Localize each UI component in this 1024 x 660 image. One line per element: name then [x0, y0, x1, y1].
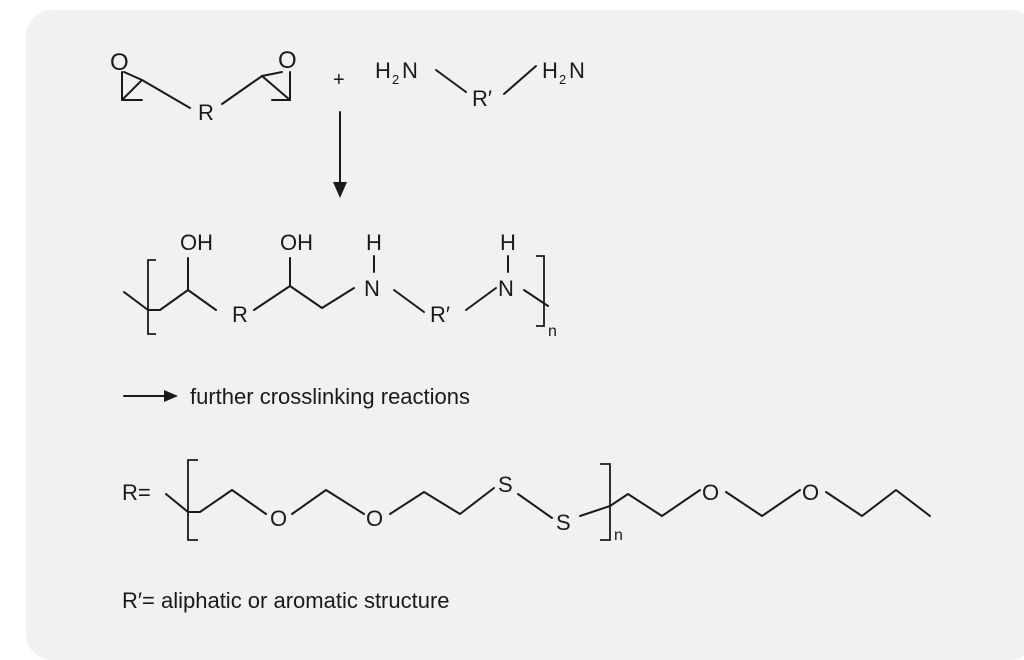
amine-n-1: N [364, 276, 380, 301]
scheme-panel [26, 10, 1024, 660]
r-oxygen-1: O [270, 506, 287, 531]
hydroxyl-1: OH [180, 230, 213, 255]
r-chain-5 [725, 489, 801, 517]
product-r: R [232, 302, 248, 327]
bond-n-rprime-product [393, 289, 425, 313]
further-crosslinking-label: further crosslinking reactions [190, 384, 470, 409]
r-chain-4 [579, 489, 701, 517]
reaction-arrow [333, 111, 347, 198]
diepoxide: O R O [110, 47, 297, 125]
further-arrow [123, 390, 178, 402]
r-prime-label: R′ [472, 86, 492, 111]
r-oxygen-2: O [366, 506, 383, 531]
r-chain-2 [291, 489, 365, 515]
epoxide-ring-left [121, 71, 143, 101]
h2n-right-sub: 2 [559, 72, 566, 87]
h2n-right-h: H [542, 58, 558, 83]
h2n-left-n: N [402, 58, 418, 83]
r-chain-3 [389, 487, 495, 515]
bond-rprime-n-product [465, 287, 497, 311]
amine-h-1: H [366, 230, 382, 255]
repeat-n-product: n [548, 323, 557, 340]
r-bracket-right [600, 463, 611, 541]
amine-h-2: H [500, 230, 516, 255]
r-bracket-left [187, 459, 198, 541]
bond-n-rprime [435, 69, 467, 93]
hydroxyl-2: OH [280, 230, 313, 255]
bracket-left [147, 259, 156, 335]
r-sulfur-1: S [498, 472, 513, 497]
r-oxygen-3: O [702, 480, 719, 505]
product-polymer: OH R OH H N R′ H N n [123, 230, 557, 340]
epoxide-oxygen-left: O [110, 49, 129, 76]
bond-r-epoxide-right [221, 75, 263, 105]
r-disulfide-bond [517, 493, 553, 519]
plus-sign: + [333, 69, 345, 91]
r-prime-definition: R′= aliphatic or aromatic structure [122, 588, 450, 613]
r-group-label: R [198, 100, 214, 125]
r-sulfur-2: S [556, 510, 571, 535]
h2n-left-sub: 2 [392, 72, 399, 87]
chain-start [123, 289, 217, 311]
r-equals-label: R= [122, 480, 151, 505]
product-r-prime: R′ [430, 302, 450, 327]
h2n-left-h: H [375, 58, 391, 83]
chain-middle [253, 285, 355, 311]
bond-epoxide-r-left [141, 79, 191, 109]
r-chain-6 [825, 489, 931, 517]
r-chain-1 [165, 489, 267, 515]
epoxide-ring-right [261, 71, 291, 101]
h2n-right-n: N [569, 58, 585, 83]
r-oxygen-4: O [802, 480, 819, 505]
r-definition: R= O O S S n O O [122, 459, 931, 544]
amine-n-2: N [498, 276, 514, 301]
bond-rprime-n [503, 65, 537, 95]
bracket-right [536, 255, 545, 327]
epoxide-oxygen-right: O [278, 47, 297, 74]
repeat-n-r: n [614, 527, 623, 544]
reaction-scheme: O R O + H 2 N R′ H 2 N OH R OH H N [110, 47, 931, 613]
diamine: H 2 N R′ H 2 N [375, 58, 585, 111]
